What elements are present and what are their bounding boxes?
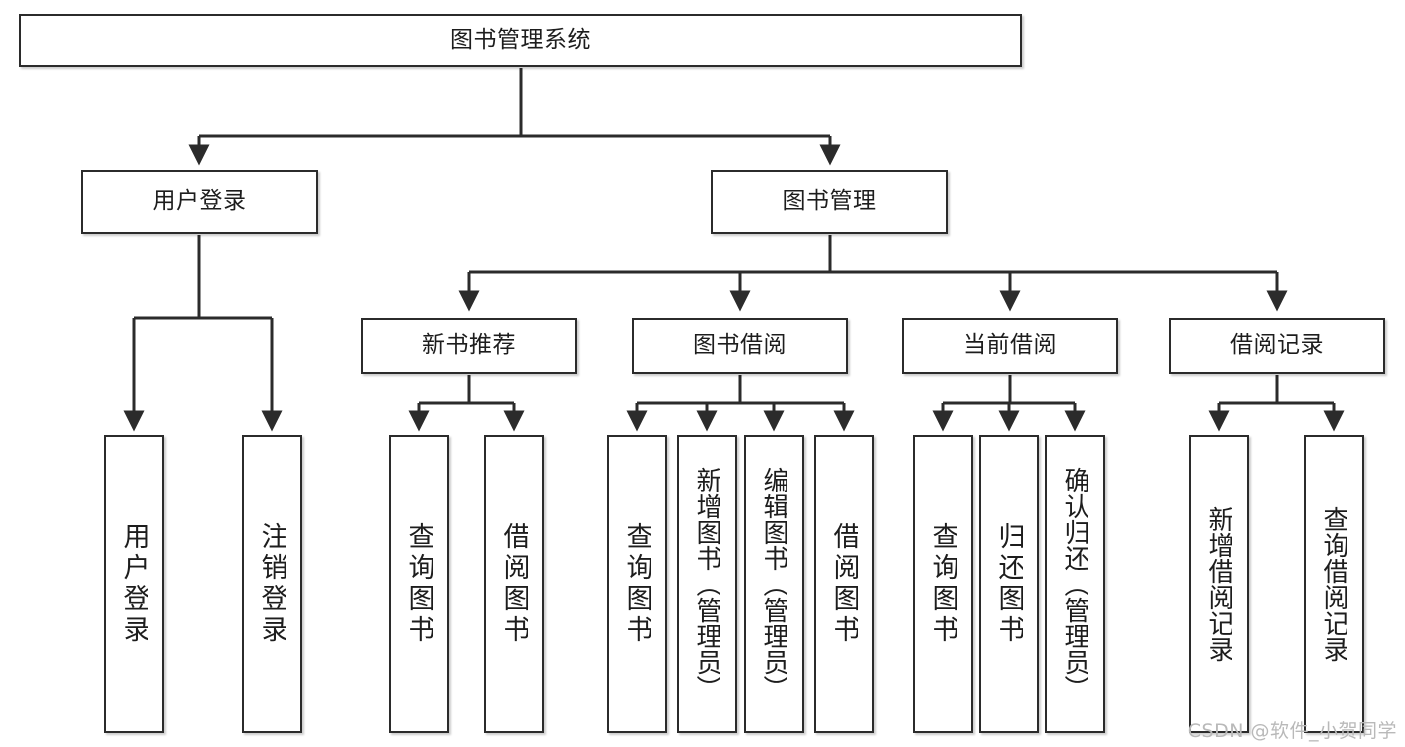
node-label: 查询借阅记录 bbox=[1321, 506, 1347, 662]
node-book-borrow[interactable]: 图书借阅 bbox=[632, 318, 848, 374]
node-label: 图书借阅 bbox=[693, 332, 787, 359]
node-leaf-confirm-return-admin[interactable]: 确认归还（管理员） bbox=[1045, 435, 1105, 733]
node-label: 新增图书（管理员） bbox=[694, 467, 720, 701]
node-label: 新增借阅记录 bbox=[1206, 506, 1232, 662]
node-label: 编辑图书（管理员） bbox=[761, 467, 787, 701]
node-label: 用户登录 bbox=[152, 188, 247, 215]
node-leaf-edit-book-admin[interactable]: 编辑图书（管理员） bbox=[744, 435, 804, 733]
node-leaf-user-login[interactable]: 用户登录 bbox=[104, 435, 164, 733]
node-label: 查询图书 bbox=[623, 522, 651, 646]
node-leaf-query-book-3[interactable]: 查询图书 bbox=[913, 435, 973, 733]
node-label: 图书管理 bbox=[782, 188, 877, 215]
node-leaf-return-book[interactable]: 归还图书 bbox=[979, 435, 1039, 733]
node-label: 用户登录 bbox=[120, 522, 148, 646]
node-leaf-add-book-admin[interactable]: 新增图书（管理员） bbox=[677, 435, 737, 733]
node-label: 借阅图书 bbox=[500, 522, 528, 646]
node-leaf-borrow-book-1[interactable]: 借阅图书 bbox=[484, 435, 544, 733]
node-label: 确认归还（管理员） bbox=[1062, 467, 1088, 701]
node-leaf-borrow-book-2[interactable]: 借阅图书 bbox=[814, 435, 874, 733]
node-borrow-record[interactable]: 借阅记录 bbox=[1169, 318, 1385, 374]
node-root-system[interactable]: 图书管理系统 bbox=[19, 14, 1022, 67]
node-label: 查询图书 bbox=[929, 522, 957, 646]
node-current-borrow[interactable]: 当前借阅 bbox=[902, 318, 1118, 374]
node-leaf-logout[interactable]: 注销登录 bbox=[242, 435, 302, 733]
node-label: 当前借阅 bbox=[963, 332, 1057, 359]
node-label: 查询图书 bbox=[405, 522, 433, 646]
node-new-book-recommend[interactable]: 新书推荐 bbox=[361, 318, 577, 374]
node-leaf-query-book-1[interactable]: 查询图书 bbox=[389, 435, 449, 733]
node-label: 借阅记录 bbox=[1230, 332, 1324, 359]
node-book-management[interactable]: 图书管理 bbox=[711, 170, 948, 234]
node-leaf-query-book-2[interactable]: 查询图书 bbox=[607, 435, 667, 733]
node-label: 注销登录 bbox=[258, 522, 286, 646]
node-label: 图书管理系统 bbox=[450, 26, 591, 53]
node-user-login[interactable]: 用户登录 bbox=[81, 170, 318, 234]
node-label: 借阅图书 bbox=[830, 522, 858, 646]
watermark: CSDN @软件_小贺同学 bbox=[1187, 720, 1397, 742]
node-label: 新书推荐 bbox=[422, 332, 516, 359]
node-leaf-add-borrow-record[interactable]: 新增借阅记录 bbox=[1189, 435, 1249, 733]
node-label: 归还图书 bbox=[995, 522, 1023, 646]
node-leaf-query-borrow-record[interactable]: 查询借阅记录 bbox=[1304, 435, 1364, 733]
